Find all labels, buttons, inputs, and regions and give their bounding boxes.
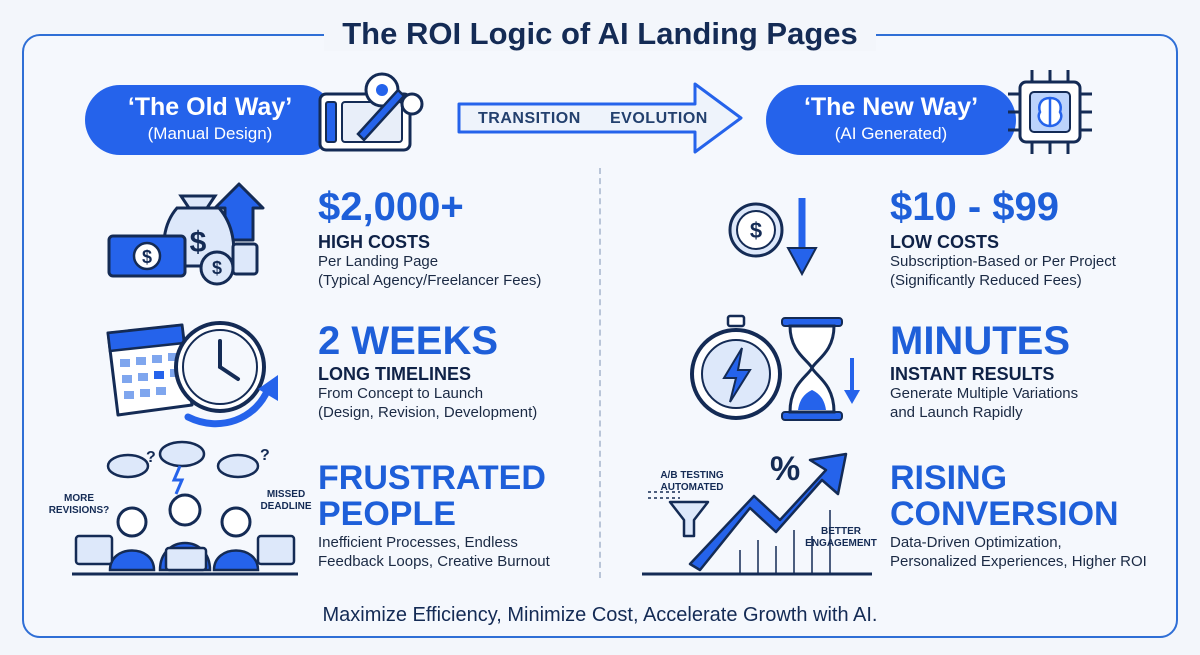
money-bag-icon: $ $ $ bbox=[107, 182, 265, 286]
old-people-title-line2: PEOPLE bbox=[318, 495, 456, 533]
stopwatch-hourglass-icon bbox=[690, 314, 860, 421]
old-cost-label: HIGH COSTS bbox=[318, 232, 431, 252]
calendar-clock-icon bbox=[106, 321, 278, 428]
new-conversion-desc-line2: Personalized Experiences, Higher ROI bbox=[890, 553, 1147, 570]
coin-dollar-glyph: $ bbox=[750, 218, 762, 243]
old-cost-value: $2,000+ bbox=[318, 185, 464, 229]
old-cost-desc-line2: (Typical Agency/Freelancer Fees) bbox=[318, 272, 542, 289]
new-conversion-title-line2: CONVERSION bbox=[890, 495, 1119, 533]
question-mark: ? bbox=[260, 447, 270, 464]
old-cost-desc-line1: Per Landing Page bbox=[318, 253, 439, 270]
new-time-value: MINUTES bbox=[890, 319, 1070, 363]
new-conversion-title-line1: RISING bbox=[890, 459, 1008, 497]
design-tablet-icon bbox=[318, 72, 424, 152]
new-cost-desc-line2: (Significantly Reduced Fees) bbox=[890, 272, 1082, 289]
new-time-desc-line2: and Launch Rapidly bbox=[890, 404, 1023, 421]
old-people-desc-line1: Inefficient Processes, Endless bbox=[318, 534, 518, 551]
old-time-value: 2 WEEKS bbox=[318, 319, 499, 363]
new-way-title: ‘The New Way’ bbox=[803, 93, 979, 121]
footer-tagline: Maximize Efficiency, Minimize Cost, Acce… bbox=[322, 604, 878, 626]
old-way-title: ‘The Old Way’ bbox=[127, 93, 293, 121]
new-way-subtitle: (AI Generated) bbox=[834, 124, 948, 143]
new-time-label: INSTANT RESULTS bbox=[890, 364, 1055, 384]
new-cost-label: LOW COSTS bbox=[890, 232, 999, 252]
question-mark: ? bbox=[146, 449, 156, 466]
old-time-desc-line1: From Concept to Launch bbox=[318, 385, 484, 402]
bill-dollar-glyph: $ bbox=[142, 247, 152, 267]
page-title: The ROI Logic of AI Landing Pages bbox=[0, 16, 1200, 52]
new-conversion-desc-line1: Data-Driven Optimization, bbox=[890, 534, 1062, 551]
old-way-subtitle: (Manual Design) bbox=[147, 124, 273, 143]
coin-dollar-glyph: $ bbox=[212, 258, 222, 278]
center-divider bbox=[599, 168, 601, 578]
transition-arrow bbox=[457, 82, 743, 154]
rising-chart-icon: % bbox=[642, 450, 872, 576]
new-cost-desc-line1: Subscription-Based or Per Project bbox=[890, 253, 1116, 270]
old-people-title-line1: FRUSTRATED bbox=[318, 459, 546, 497]
old-time-label: LONG TIMELINES bbox=[318, 364, 471, 384]
new-way-pill: ‘The New Way’ (AI Generated) bbox=[766, 85, 1016, 155]
old-time-desc-line2: (Design, Revision, Development) bbox=[318, 404, 538, 421]
transition-label: TRANSITION bbox=[478, 110, 581, 127]
new-cost-value: $10 - $99 bbox=[890, 185, 1060, 229]
old-people-desc-line2: Feedback Loops, Creative Burnout bbox=[318, 553, 550, 570]
frustrated-people-icon: ? ? bbox=[72, 440, 298, 576]
bag-dollar-glyph: $ bbox=[190, 226, 207, 259]
percent-glyph: % bbox=[770, 450, 800, 488]
ai-chip-brain-icon bbox=[1008, 70, 1092, 154]
new-time-desc-line1: Generate Multiple Variations bbox=[890, 385, 1079, 402]
coin-down-arrow-icon: $ bbox=[728, 198, 818, 277]
old-way-pill: ‘The Old Way’ (Manual Design) bbox=[85, 85, 335, 155]
evolution-label: EVOLUTION bbox=[610, 110, 708, 127]
